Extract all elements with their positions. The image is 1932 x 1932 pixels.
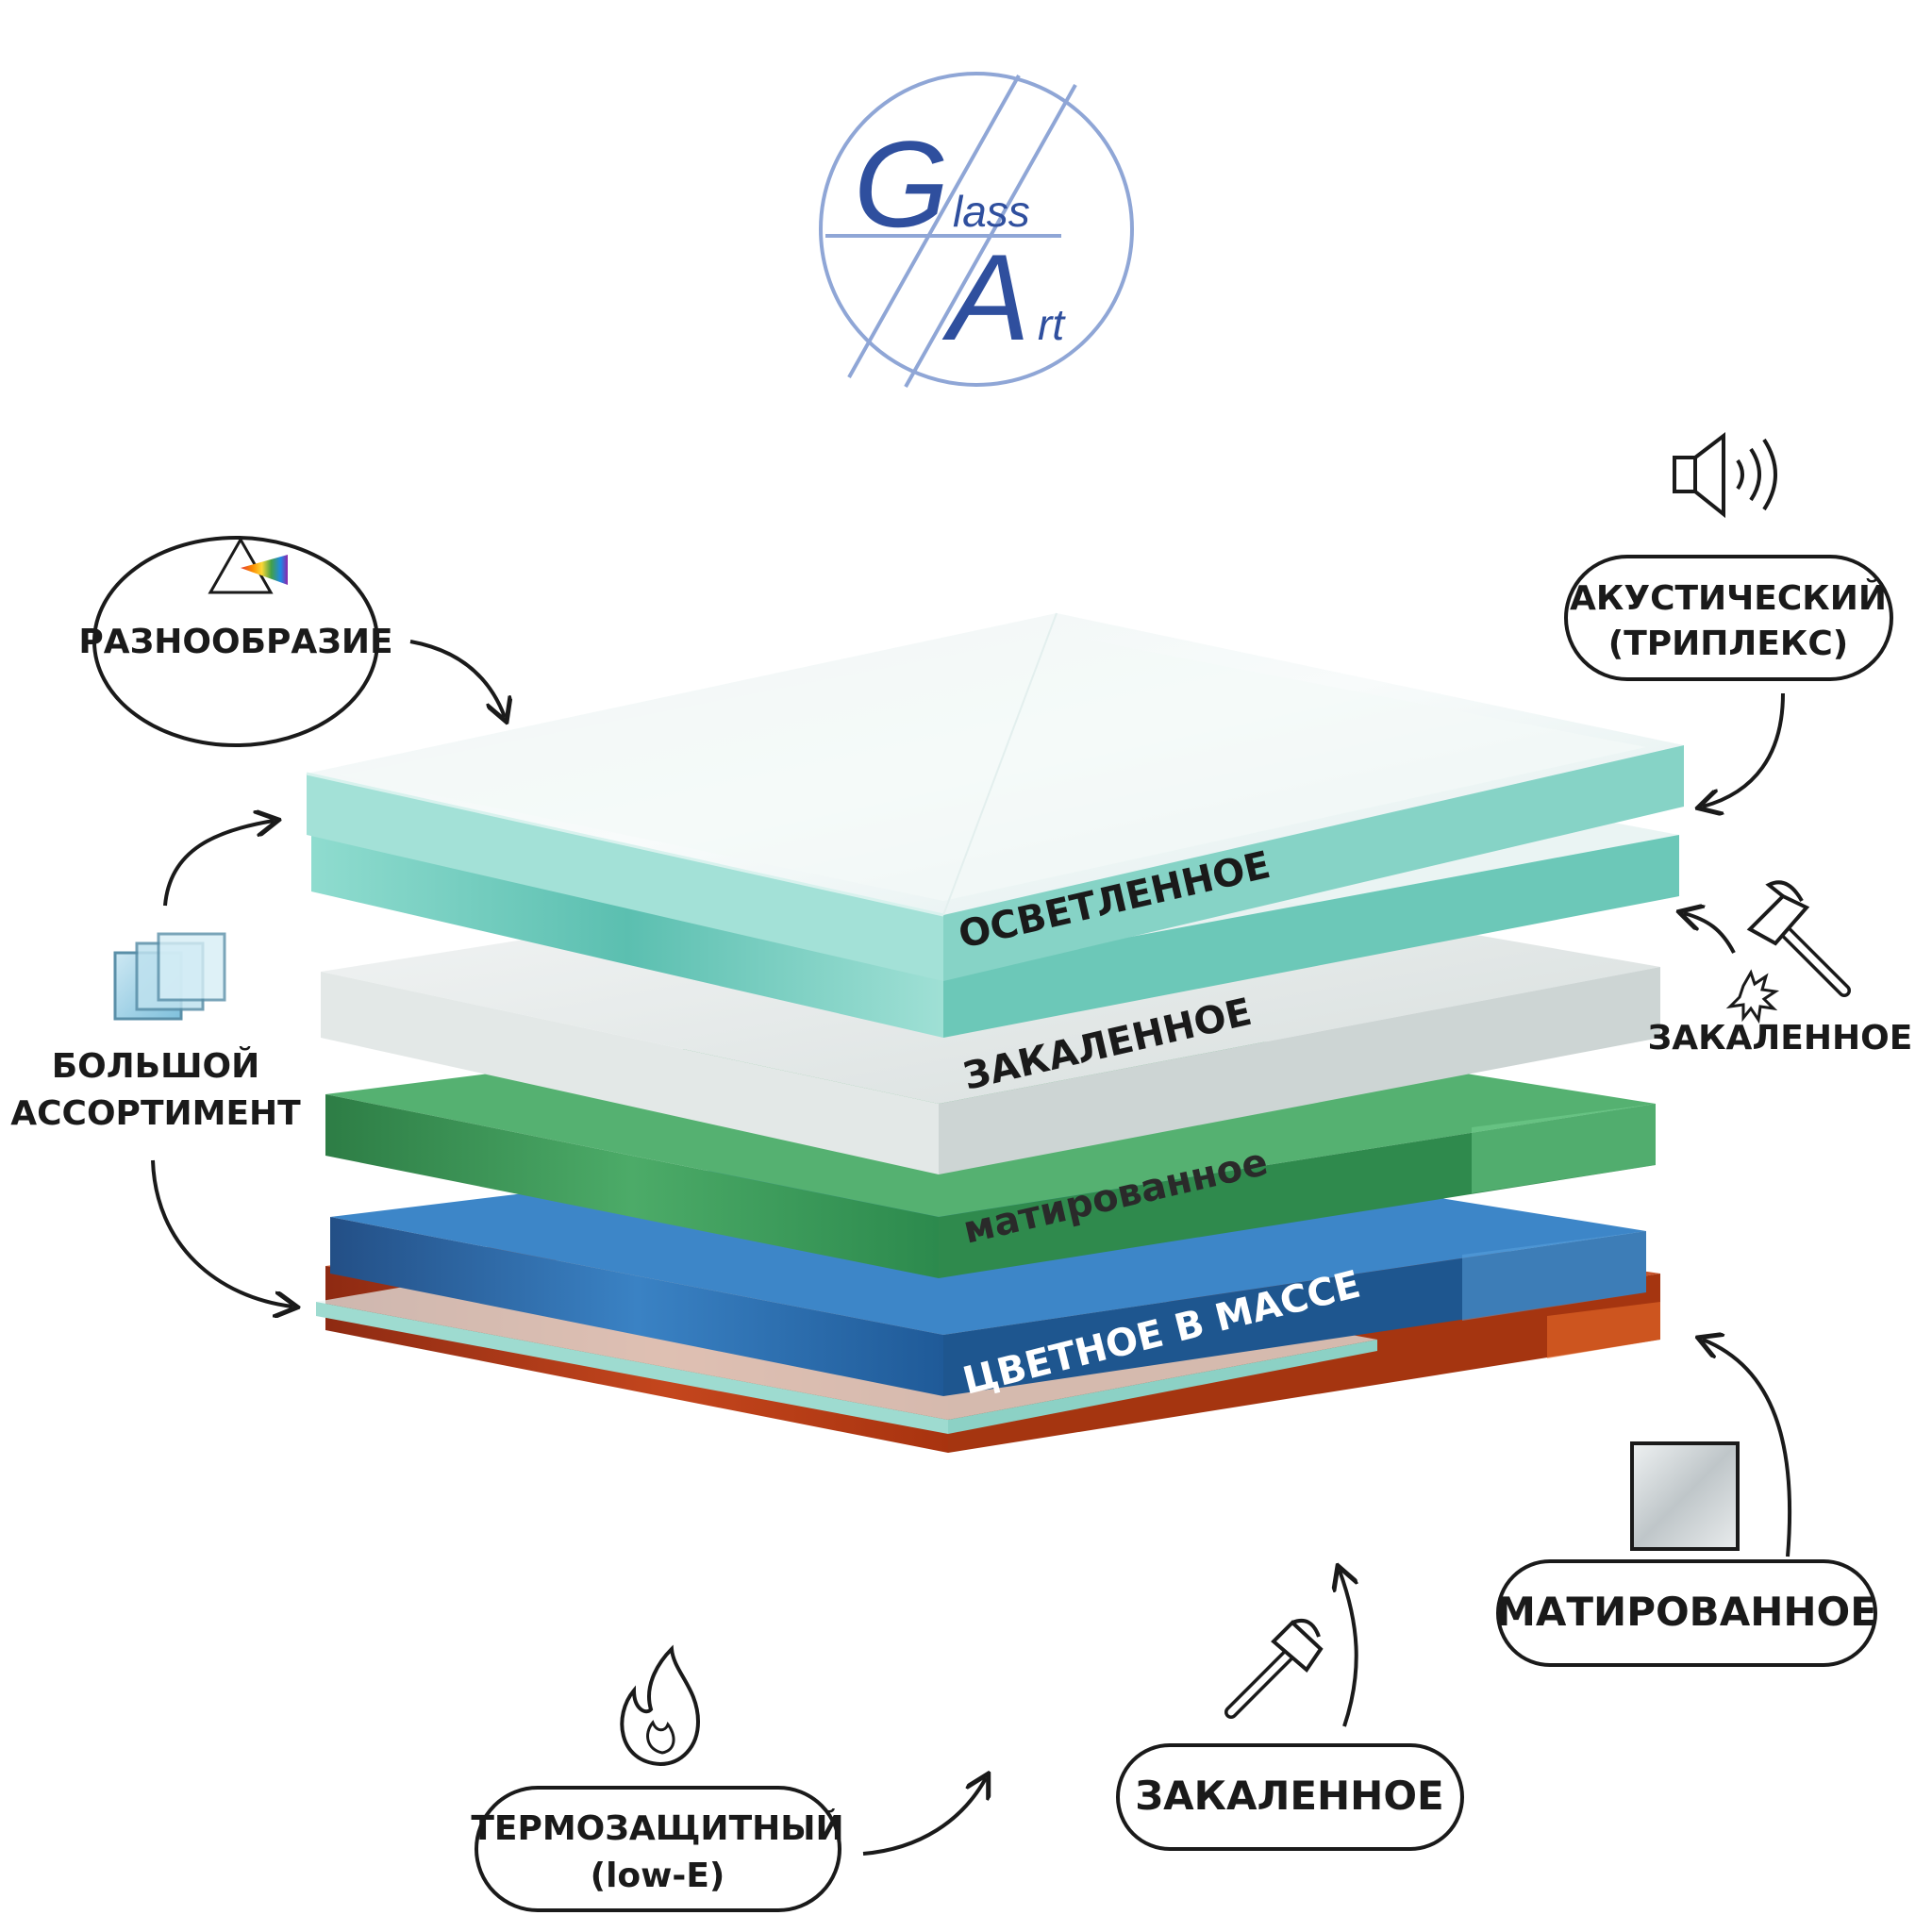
callout-thermal-line1: ТЕРМОЗАЩИТНЫЙ	[471, 1808, 843, 1848]
svg-text:G: G	[854, 115, 949, 253]
callout-matte-right: МАТИРОВАННОЕ	[1496, 1340, 1877, 1667]
svg-text:rt: rt	[1038, 300, 1066, 349]
callout-thermal: ТЕРМОЗАЩИТНЫЙ (low-E)	[471, 1644, 986, 1912]
glass-panes-icon	[113, 932, 226, 1021]
prism-icon	[208, 536, 288, 594]
callout-tempered-bottom: ЗАКАЛЕННОЕ	[1116, 1571, 1464, 1851]
callout-acoustic: АКУСТИЧЕСКИЙ (ТРИПЛЕКС)	[1564, 431, 1893, 807]
callout-large-assortment-line2: АССОРТИМЕНТ	[10, 1094, 301, 1133]
callout-tempered-bottom-label: ЗАКАЛЕННОЕ	[1135, 1773, 1443, 1819]
hammer-icon	[1224, 1618, 1324, 1719]
sheet-label-painted-red: КРАШЕННОЕ	[958, 1597, 1241, 1707]
hammer-icon	[1746, 880, 1851, 997]
callout-large-assortment: БОЛЬШОЙ АССОРТИМЕНТ	[10, 821, 301, 1307]
callout-tempered-right: ЗАКАЛЕННОЕ	[1648, 880, 1913, 1058]
glass-art-logo: G lass A rt	[819, 72, 1134, 388]
callout-matte-right-label: МАТИРОВАННОЕ	[1496, 1589, 1877, 1635]
callout-variety-label: РАЗНООБРАЗИЕ	[78, 623, 392, 661]
callout-large-assortment-line1: БОЛЬШОЙ	[52, 1046, 260, 1086]
callout-variety: РАЗНООБРАЗИЕ	[78, 536, 505, 747]
frosted-square-icon	[1630, 1441, 1740, 1551]
svg-text:A: A	[941, 228, 1030, 366]
flame-icon	[620, 1644, 701, 1767]
callout-tempered-right-label: ЗАКАЛЕННОЕ	[1648, 1019, 1913, 1058]
callout-acoustic-line1: АКУСТИЧЕСКИЙ	[1570, 578, 1887, 618]
sheet-clear	[306, 612, 1684, 981]
impact-burst-icon	[1725, 969, 1780, 1024]
svg-text:lass: lass	[953, 187, 1030, 236]
callout-acoustic-line2: (ТРИПЛЕКС)	[1608, 625, 1848, 663]
speaker-icon	[1673, 431, 1777, 519]
callout-thermal-line2: (low-E)	[591, 1857, 725, 1895]
